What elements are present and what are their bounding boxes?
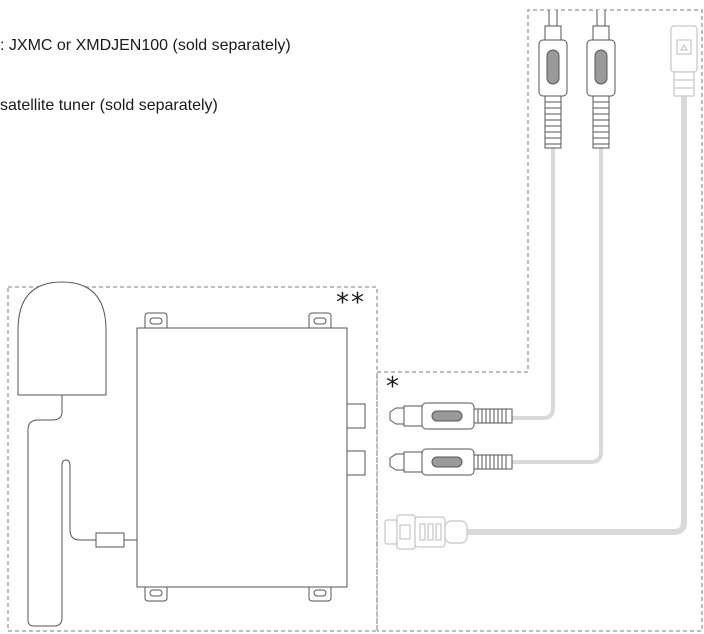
cable-set — [463, 92, 687, 535]
rca-plug-horizontal-bottom — [389, 448, 513, 476]
din-plug-vertical — [670, 25, 698, 97]
rca-plug-vertical-left — [538, 10, 568, 149]
tuner-port-top — [346, 403, 366, 429]
antenna-cable — [27, 395, 96, 627]
antenna-plug — [95, 532, 125, 548]
din-plug-horizontal — [384, 514, 468, 550]
cable-din — [463, 92, 687, 535]
double-asterisk-marker: ** — [336, 288, 366, 318]
cable-left-rca — [509, 146, 555, 420]
antenna-dome — [17, 281, 107, 396]
note-line-2: satellite tuner (sold separately) — [0, 97, 218, 114]
satellite-tuner — [136, 312, 366, 602]
note-line-1: : JXMC or XMDJEN100 (sold separately) — [0, 37, 291, 54]
tuner-port-bottom — [346, 450, 366, 476]
rca-plug-vertical-right — [586, 10, 616, 149]
antenna — [17, 281, 138, 627]
tuner-body — [136, 327, 348, 588]
single-asterisk-marker: * — [386, 372, 399, 402]
cable-right-rca — [509, 146, 603, 464]
dashed-box-right — [376, 9, 703, 632]
rca-plug-horizontal-top — [389, 402, 513, 430]
